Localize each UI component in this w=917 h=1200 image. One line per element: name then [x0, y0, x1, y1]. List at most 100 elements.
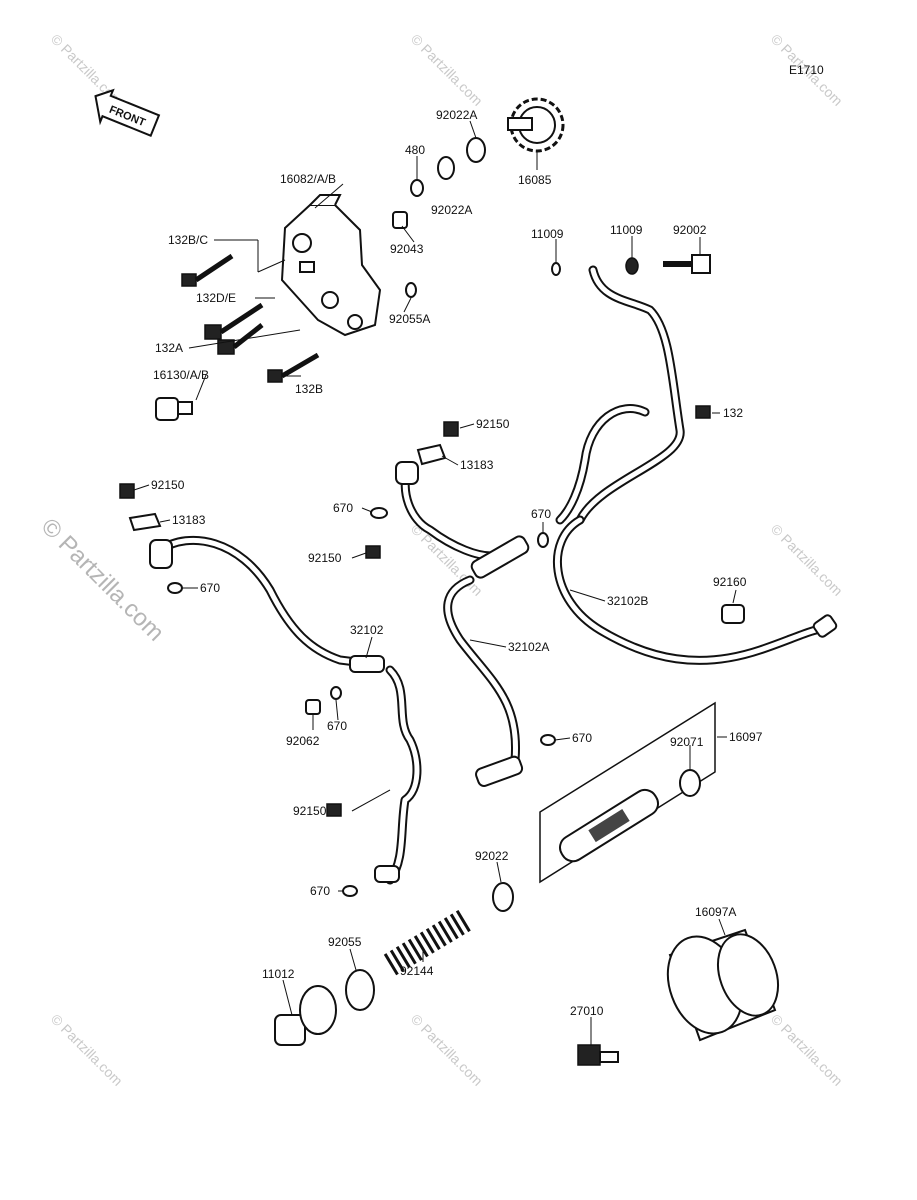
- front-arrow: FRONT: [94, 88, 161, 137]
- oring-92071: [679, 769, 701, 797]
- washer-11009-left: [551, 262, 561, 276]
- label-13183-center: 13183: [460, 458, 494, 472]
- label-670-left: 670: [200, 581, 220, 595]
- bolt-132bc: [181, 253, 234, 287]
- plug-92062: [305, 699, 321, 715]
- label-132de: 132D/E: [196, 291, 236, 305]
- washer-92022a-upper: [466, 137, 486, 163]
- sprocket-16085: [507, 97, 565, 153]
- fitting-center-top: [395, 461, 419, 485]
- label-92150-mid: 92150: [308, 551, 342, 565]
- oring-670-lower: [540, 734, 556, 746]
- oring-92055: [345, 969, 375, 1011]
- cap-92160: [721, 604, 745, 624]
- label-16085: 16085: [518, 173, 552, 187]
- label-92144: 92144: [400, 964, 434, 978]
- clamp-13183-left: [128, 512, 162, 532]
- bolt-92150-center: [443, 421, 459, 437]
- label-670-mid: 670: [327, 719, 347, 733]
- label-16082: 16082/A/B: [280, 172, 336, 186]
- label-132b: 132B: [295, 382, 323, 396]
- oring-670-left: [167, 582, 183, 594]
- label-670-center: 670: [333, 501, 353, 515]
- label-16130: 16130/A/B: [153, 368, 209, 382]
- bolt-92150-lower: [326, 803, 342, 817]
- watermark-bottom-right: © Partzilla.com: [768, 1011, 846, 1089]
- oil-pump-body: [280, 194, 382, 337]
- label-92071: 92071: [670, 735, 704, 749]
- clamp-13183-center: [416, 443, 447, 466]
- label-92150-center: 92150: [476, 417, 510, 431]
- diagram-code: E1710: [789, 63, 824, 77]
- label-92002: 92002: [673, 223, 707, 237]
- label-92055a: 92055A: [389, 312, 430, 326]
- watermark-top-center: © Partzilla.com: [408, 31, 486, 109]
- washer-480: [410, 179, 424, 197]
- label-92022a-mid: 92022A: [431, 203, 472, 217]
- oring-92055a: [405, 282, 417, 298]
- leader-lines: [133, 120, 737, 1045]
- washer-92022: [492, 882, 514, 912]
- upper-small-parts: [155, 97, 565, 421]
- oil-filter-cartridge-group: [539, 701, 716, 884]
- label-32102a: 32102A: [508, 640, 549, 654]
- washer-92022a-lower: [437, 156, 455, 180]
- label-670-lower: 670: [572, 731, 592, 745]
- label-480: 480: [405, 143, 425, 157]
- label-92055: 92055: [328, 935, 362, 949]
- label-13183-left: 13183: [172, 513, 206, 527]
- label-132bc: 132B/C: [168, 233, 208, 247]
- label-92150-lower: 92150: [293, 804, 327, 818]
- right-upper-fittings: [551, 254, 745, 624]
- label-92043: 92043: [390, 242, 424, 256]
- oil-pipes: [128, 265, 838, 885]
- oring-670-mid: [330, 686, 342, 700]
- watermark-mid-right: © Partzilla.com: [768, 521, 846, 599]
- label-132: 132: [723, 406, 743, 420]
- relief-valve-16130: [155, 397, 193, 421]
- bolt-92150-mid: [365, 545, 381, 559]
- bolt-132a: [217, 323, 264, 355]
- fitting-32102-bottom: [374, 865, 400, 883]
- label-16097: 16097: [729, 730, 763, 744]
- label-92062: 92062: [286, 734, 320, 748]
- bolt-92150-left: [119, 483, 135, 499]
- spring-92144: [383, 909, 472, 976]
- watermark-bottom-center: © Partzilla.com: [408, 1011, 486, 1089]
- oring-670-right: [537, 532, 549, 548]
- label-670-right: 670: [531, 507, 551, 521]
- label-92022: 92022: [475, 849, 509, 863]
- plug-11012: [274, 985, 337, 1046]
- label-32102: 32102: [350, 623, 384, 637]
- oring-670-center: [370, 507, 388, 519]
- label-670-bottom: 670: [310, 884, 330, 898]
- fitting-32102a-top: [470, 535, 530, 579]
- label-92150-left: 92150: [151, 478, 185, 492]
- lower-parts: [274, 882, 779, 1066]
- fitting-32102-joint: [349, 655, 385, 673]
- label-32102b: 32102B: [607, 594, 648, 608]
- dowel-92043: [392, 211, 408, 229]
- label-92160: 92160: [713, 575, 747, 589]
- oil-pressure-switch-27010: [577, 1044, 619, 1066]
- fitting-32102b-end: [812, 614, 838, 638]
- banjo-bolt-92002: [663, 254, 711, 274]
- watermark-mid-center: © Partzilla.com: [408, 521, 486, 599]
- oil-filter-16097a: [666, 928, 779, 1042]
- bolt-132b: [267, 352, 320, 383]
- label-11012: 11012: [262, 967, 295, 981]
- part-labels: 16082/A/B 480 92022A 92022A 16085 132B/C…: [151, 108, 763, 1018]
- oring-670-bottom: [342, 885, 358, 897]
- washer-11009-right: [625, 257, 639, 275]
- watermark-bottom-left: © Partzilla.com: [48, 1011, 126, 1089]
- filter-cartridge-16097: [559, 788, 660, 863]
- fitting-32102a-bottom: [475, 755, 524, 787]
- bolt-132-right: [695, 405, 711, 419]
- label-11009-left: 11009: [531, 227, 564, 241]
- label-11009-right: 11009: [610, 223, 643, 237]
- watermark-main: © Partzilla.com: [36, 513, 169, 646]
- label-16097a: 16097A: [695, 905, 736, 919]
- bolt-132de: [204, 302, 264, 340]
- label-92022a-top: 92022A: [436, 108, 477, 122]
